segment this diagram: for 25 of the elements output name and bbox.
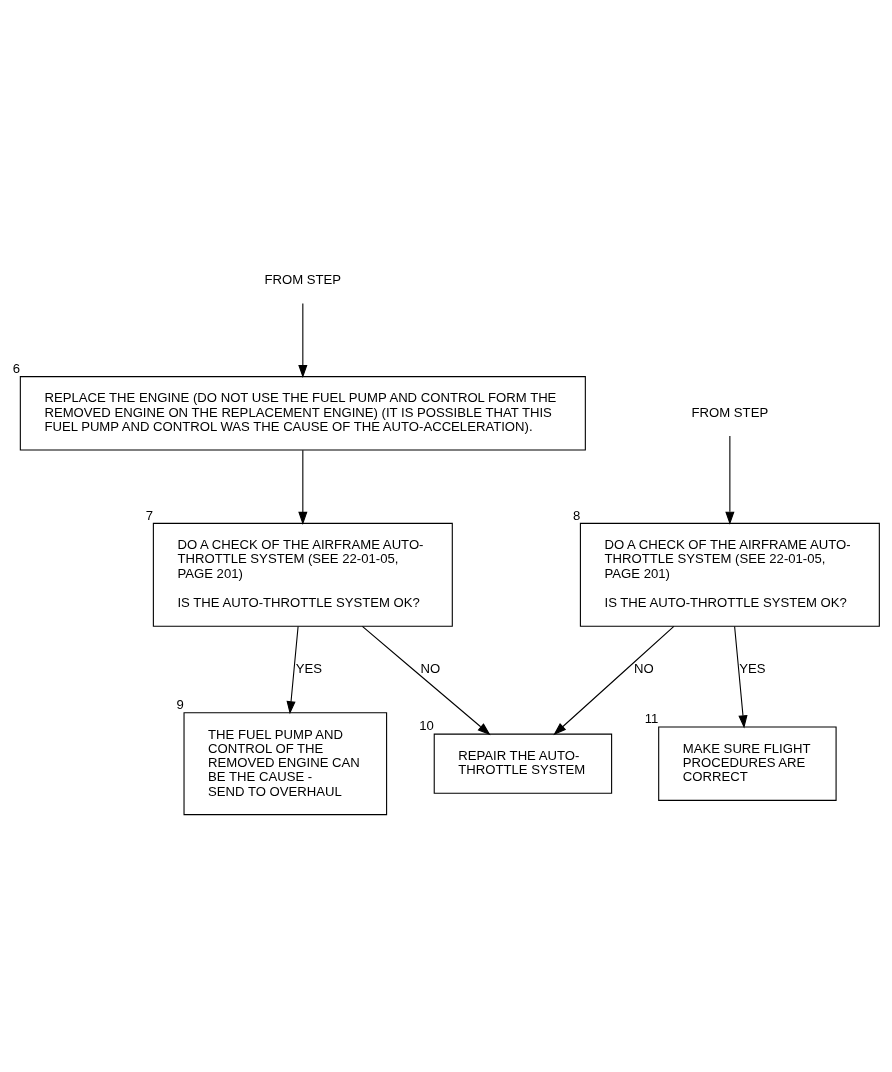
arrow bbox=[298, 302, 308, 378]
arrow bbox=[286, 625, 299, 714]
node-label: 8 bbox=[572, 507, 581, 523]
node-box: DO A CHECK OF THE AIRFRAME AUTO-THROTTLE SYSTEM (SEE 22-01-05, PAGE 201) IS THE AUTO-THROTTLE SYSTEM OK? bbox=[579, 522, 880, 627]
node-label: 7 bbox=[145, 507, 154, 523]
node-box: REPLACE THE ENGINE (DO NOT USE THE FUEL PUMP AND CONTROL FORM THE REMOVED ENGINE ON THE REPLACEMENT ENGINE) (IT IS POSSIBLE THAT THIS FUEL PUMP AND CONTROL WAS THE CAUSE OF THE AUTO-ACCELERATION). bbox=[19, 375, 586, 451]
node-label: 9 bbox=[176, 696, 184, 712]
node-box: MAKE SURE FLIGHT PROCEDURES ARE CORRECT bbox=[658, 725, 837, 801]
node-box: THE FUEL PUMP AND CONTROL OF THE REMOVED ENGINE CAN BE THE CAUSE - SEND TO OVERHAUL bbox=[183, 711, 388, 815]
edge-label: NO bbox=[420, 660, 441, 676]
edge-label: YES bbox=[295, 660, 322, 676]
node-box: REPAIR THE AUTO-THROTTLE SYSTEM bbox=[433, 733, 613, 794]
arrow bbox=[734, 625, 748, 728]
arrow bbox=[361, 625, 491, 735]
edge-label: NO bbox=[634, 660, 654, 676]
arrow bbox=[725, 434, 735, 525]
node-text: FROM STEP bbox=[264, 271, 342, 287]
node-text: FROM STEP bbox=[691, 404, 769, 420]
edge-label: YES bbox=[739, 660, 766, 676]
arrow bbox=[298, 449, 308, 525]
arrow bbox=[553, 625, 675, 735]
node-label: 6 bbox=[12, 360, 21, 376]
node-label: 11 bbox=[644, 710, 659, 726]
node-box: DO A CHECK OF THE AIRFRAME AUTO-THROTTLE SYSTEM (SEE 22-01-05, PAGE 201) IS THE AUTO-THROTTLE SYSTEM OK? bbox=[152, 522, 453, 627]
node-label: 10 bbox=[419, 717, 434, 733]
